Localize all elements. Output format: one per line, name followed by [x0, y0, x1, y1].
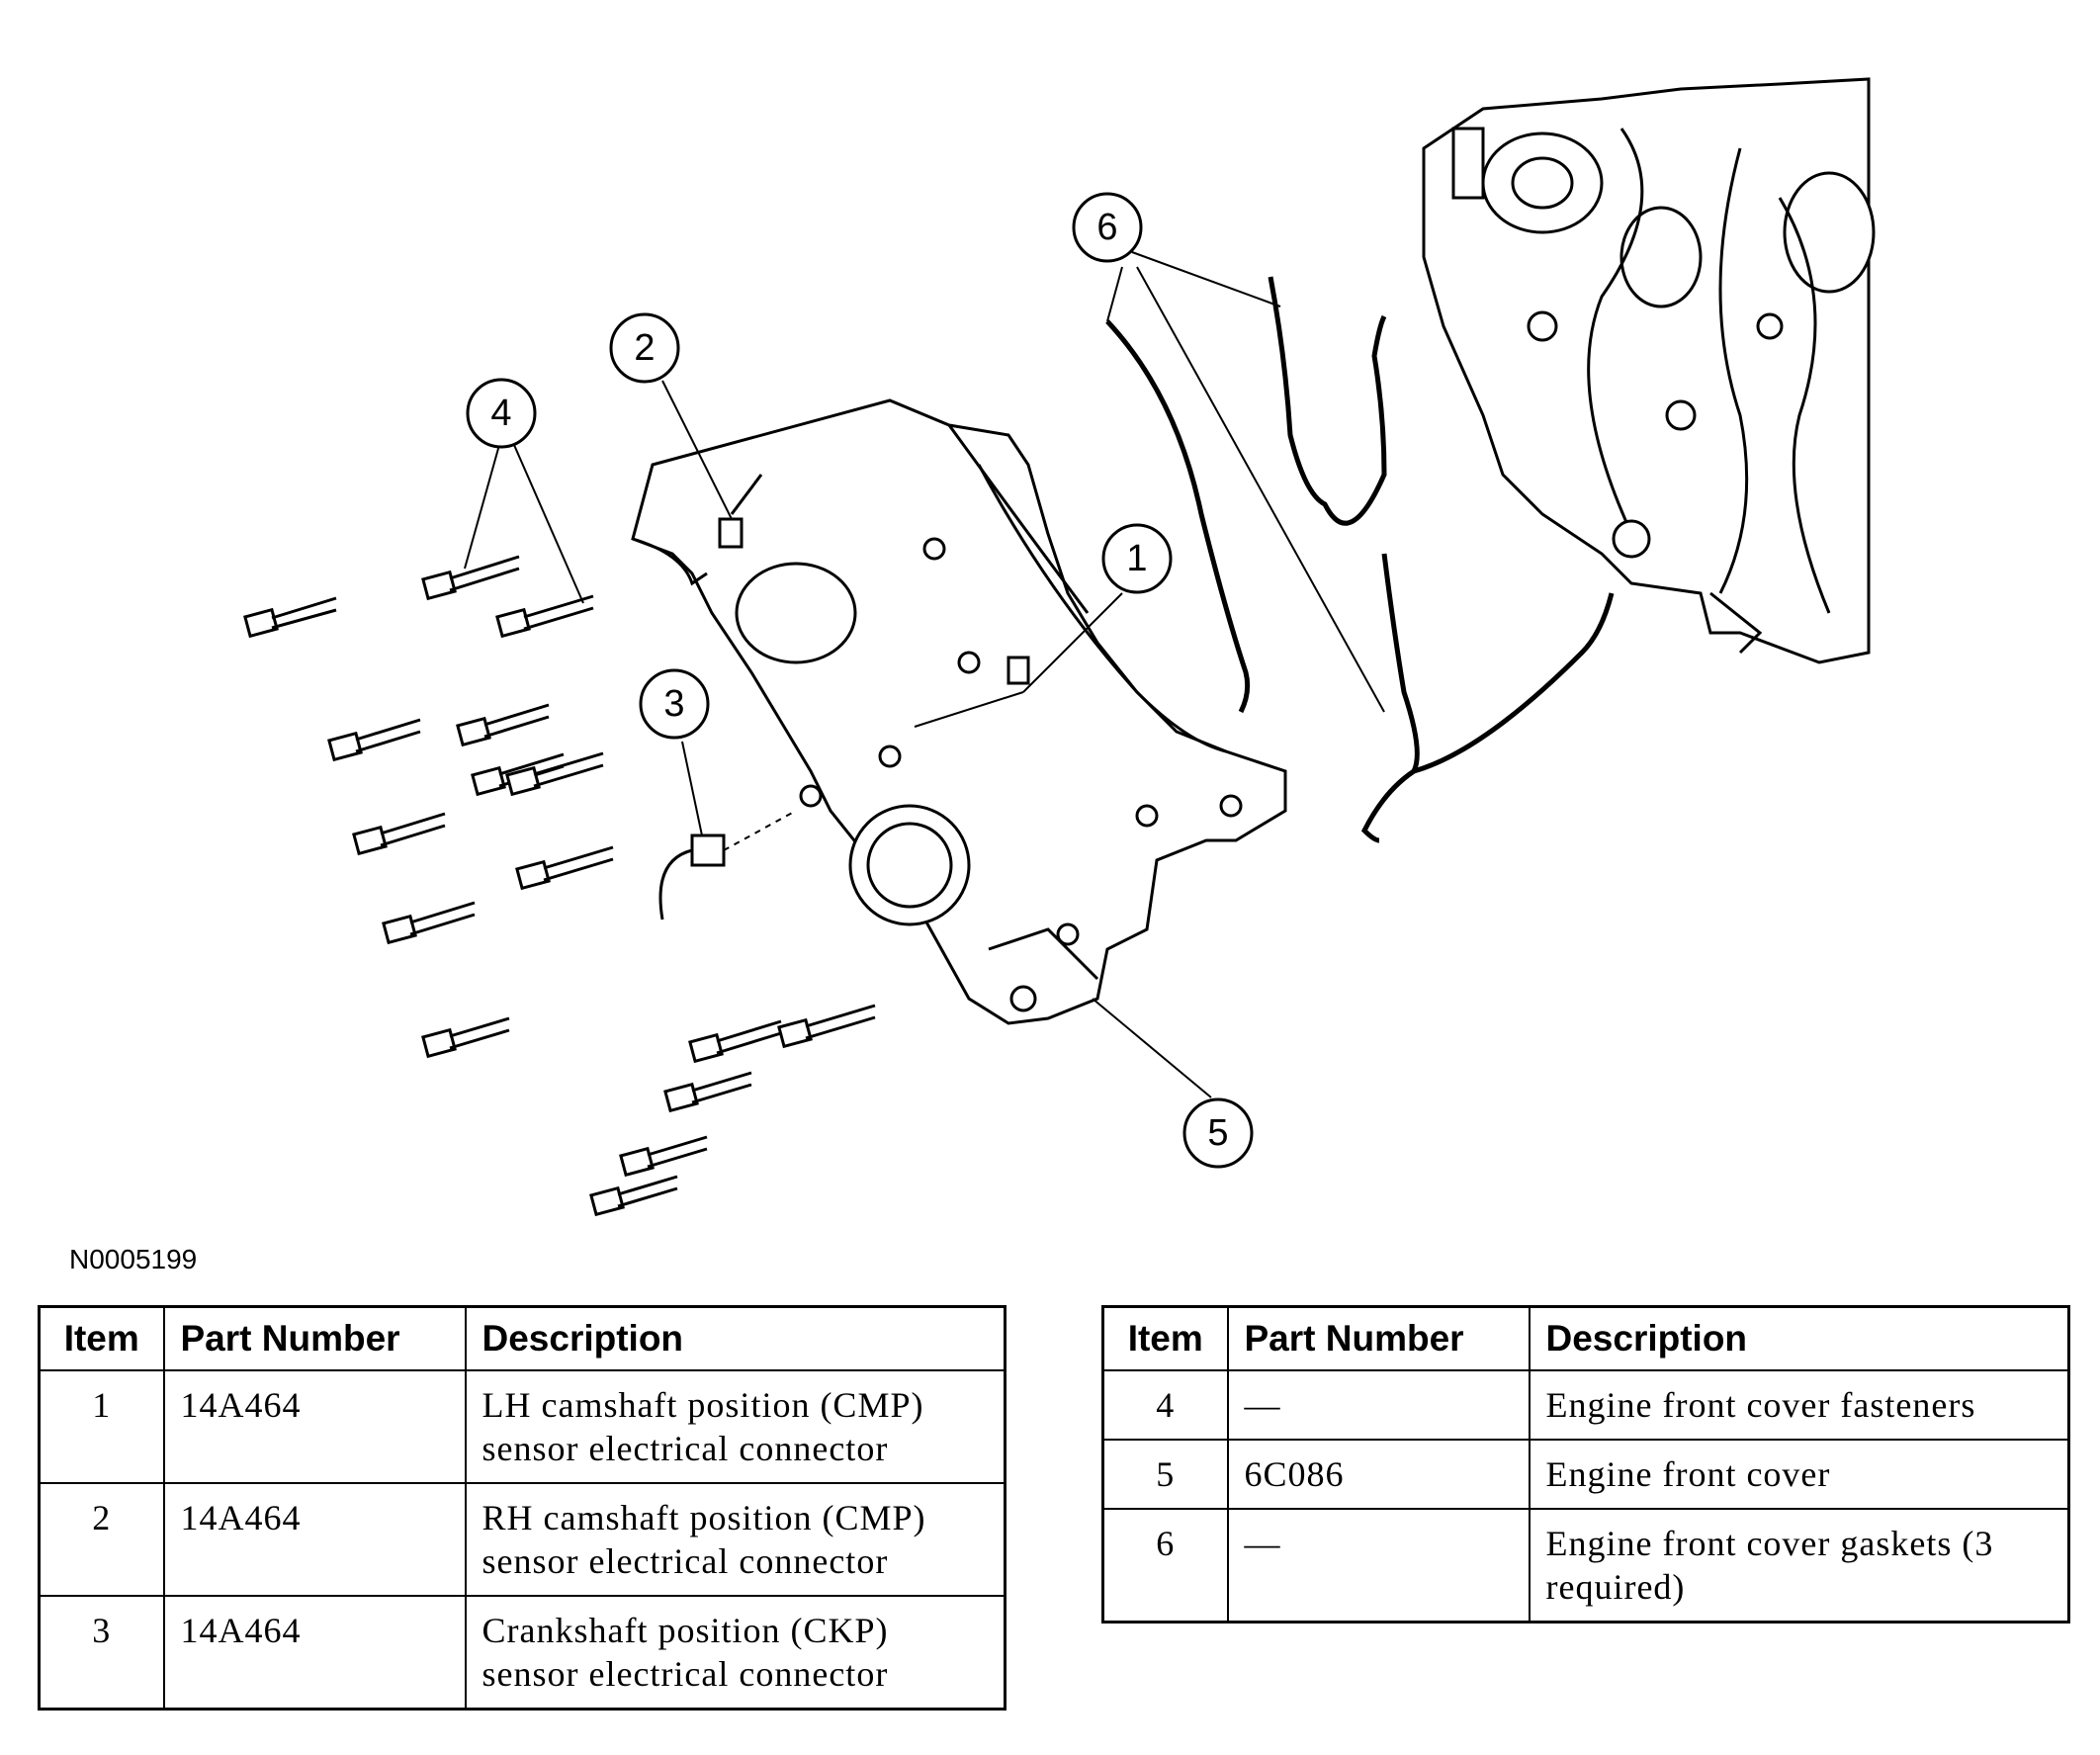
column-header-description: Description: [464, 1305, 1006, 1371]
item-cell: 2: [38, 1482, 165, 1597]
table-header-row: Item Part Number Description: [1101, 1305, 2070, 1371]
description-cell: Engine front cover: [1528, 1439, 2070, 1510]
table-row: 3 14A464 Crankshaft position (CKP) senso…: [38, 1595, 1006, 1711]
svg-text:1: 1: [1126, 538, 1147, 579]
parts-table-left: Item Part Number Description 1 14A464 LH…: [38, 1305, 1006, 1711]
callout-5: 5: [1182, 1097, 1254, 1169]
table-row: 1 14A464 LH camshaft position (CMP) sens…: [38, 1369, 1006, 1484]
part-number-cell: —: [1226, 1508, 1531, 1623]
sensor-connectors-drawing: [632, 474, 1030, 921]
description-cell: Crankshaft position (CKP) sensor electri…: [464, 1595, 1006, 1711]
svg-text:3: 3: [663, 683, 684, 725]
item-cell: 3: [38, 1595, 165, 1711]
column-header-description: Description: [1528, 1305, 2070, 1371]
description-cell: LH camshaft position (CMP) sensor electr…: [464, 1369, 1006, 1484]
part-number-cell: 14A464: [162, 1595, 467, 1711]
fasteners-drawing: [243, 555, 876, 1217]
callout-6: 6: [1072, 192, 1143, 263]
svg-text:4: 4: [490, 393, 511, 434]
leader-lines: [464, 251, 1385, 1098]
table-header-row: Item Part Number Description: [38, 1305, 1006, 1371]
part-number-cell: 14A464: [162, 1482, 467, 1597]
svg-text:2: 2: [634, 327, 655, 369]
figure-id: N0005199: [69, 1244, 198, 1274]
part-number-cell: —: [1226, 1369, 1531, 1441]
column-header-item: Item: [38, 1305, 165, 1371]
description-cell: RH camshaft position (CMP) sensor electr…: [464, 1482, 1006, 1597]
table-row: 5 6C086 Engine front cover: [1101, 1439, 2070, 1510]
description-cell: Engine front cover fasteners: [1528, 1369, 2070, 1441]
callout-1: 1: [1101, 523, 1173, 594]
item-cell: 6: [1101, 1508, 1229, 1623]
table-row: 4 — Engine front cover fasteners: [1101, 1369, 2070, 1441]
engine-block-drawing: [1422, 77, 1876, 664]
item-cell: 1: [38, 1369, 165, 1484]
callout-3: 3: [639, 668, 710, 740]
parts-table-right: Item Part Number Description 4 — Engine …: [1101, 1305, 2070, 1623]
column-header-item: Item: [1101, 1305, 1229, 1371]
part-number-cell: 14A464: [162, 1369, 467, 1484]
svg-text:6: 6: [1096, 207, 1117, 248]
column-header-part-number: Part Number: [162, 1305, 467, 1371]
table-row: 2 14A464 RH camshaft position (CMP) sens…: [38, 1482, 1006, 1597]
callout-4: 4: [466, 378, 537, 449]
exploded-view-illustration: 1 2 3 4 5 6: [243, 77, 1876, 1217]
part-number-cell: 6C086: [1226, 1439, 1531, 1510]
table-row: 6 — Engine front cover gaskets (3 requir…: [1101, 1508, 2070, 1623]
svg-text:5: 5: [1207, 1112, 1228, 1154]
column-header-part-number: Part Number: [1226, 1305, 1531, 1371]
item-cell: 4: [1101, 1369, 1229, 1441]
callout-2: 2: [609, 312, 680, 384]
item-cell: 5: [1101, 1439, 1229, 1510]
gaskets-drawing: [1105, 276, 1615, 843]
description-cell: Engine front cover gaskets (3 required): [1528, 1508, 2070, 1623]
